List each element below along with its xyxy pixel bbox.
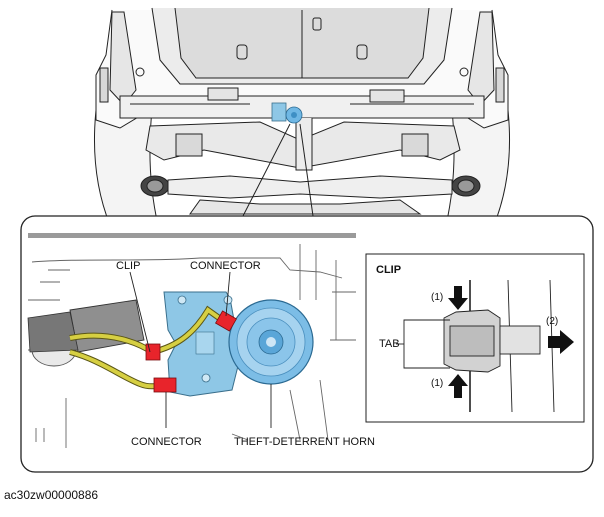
horn-location-marker xyxy=(271,102,303,124)
callout-leaders xyxy=(129,271,272,428)
arrow-up-icon xyxy=(448,374,468,398)
horn-callout: THEFT-DETERRENT HORN xyxy=(234,436,375,448)
wiring-harness xyxy=(27,299,237,393)
connector-callout-top: CONNECTOR xyxy=(190,260,261,272)
tab-label: TAB xyxy=(379,338,400,350)
clip-inset-title: CLIP xyxy=(376,264,402,276)
clip-callout: CLIP xyxy=(116,260,141,272)
arrow-down-icon xyxy=(448,286,468,310)
vehicle-rear-drawing xyxy=(94,7,510,226)
step1-bottom-label: (1) xyxy=(431,378,444,389)
arrow-right-icon xyxy=(548,330,574,354)
connector-callout-bottom: CONNECTOR xyxy=(131,436,202,448)
figure-code: ac30zw00000886 xyxy=(4,488,99,502)
clip-arrows xyxy=(448,286,574,398)
theft-deterrent-horn xyxy=(228,299,314,385)
step1-top-label: (1) xyxy=(431,292,444,303)
detail-leader-lines xyxy=(242,123,314,217)
clip-inset-drawing xyxy=(396,279,555,413)
step2-label: (2) xyxy=(546,316,559,327)
